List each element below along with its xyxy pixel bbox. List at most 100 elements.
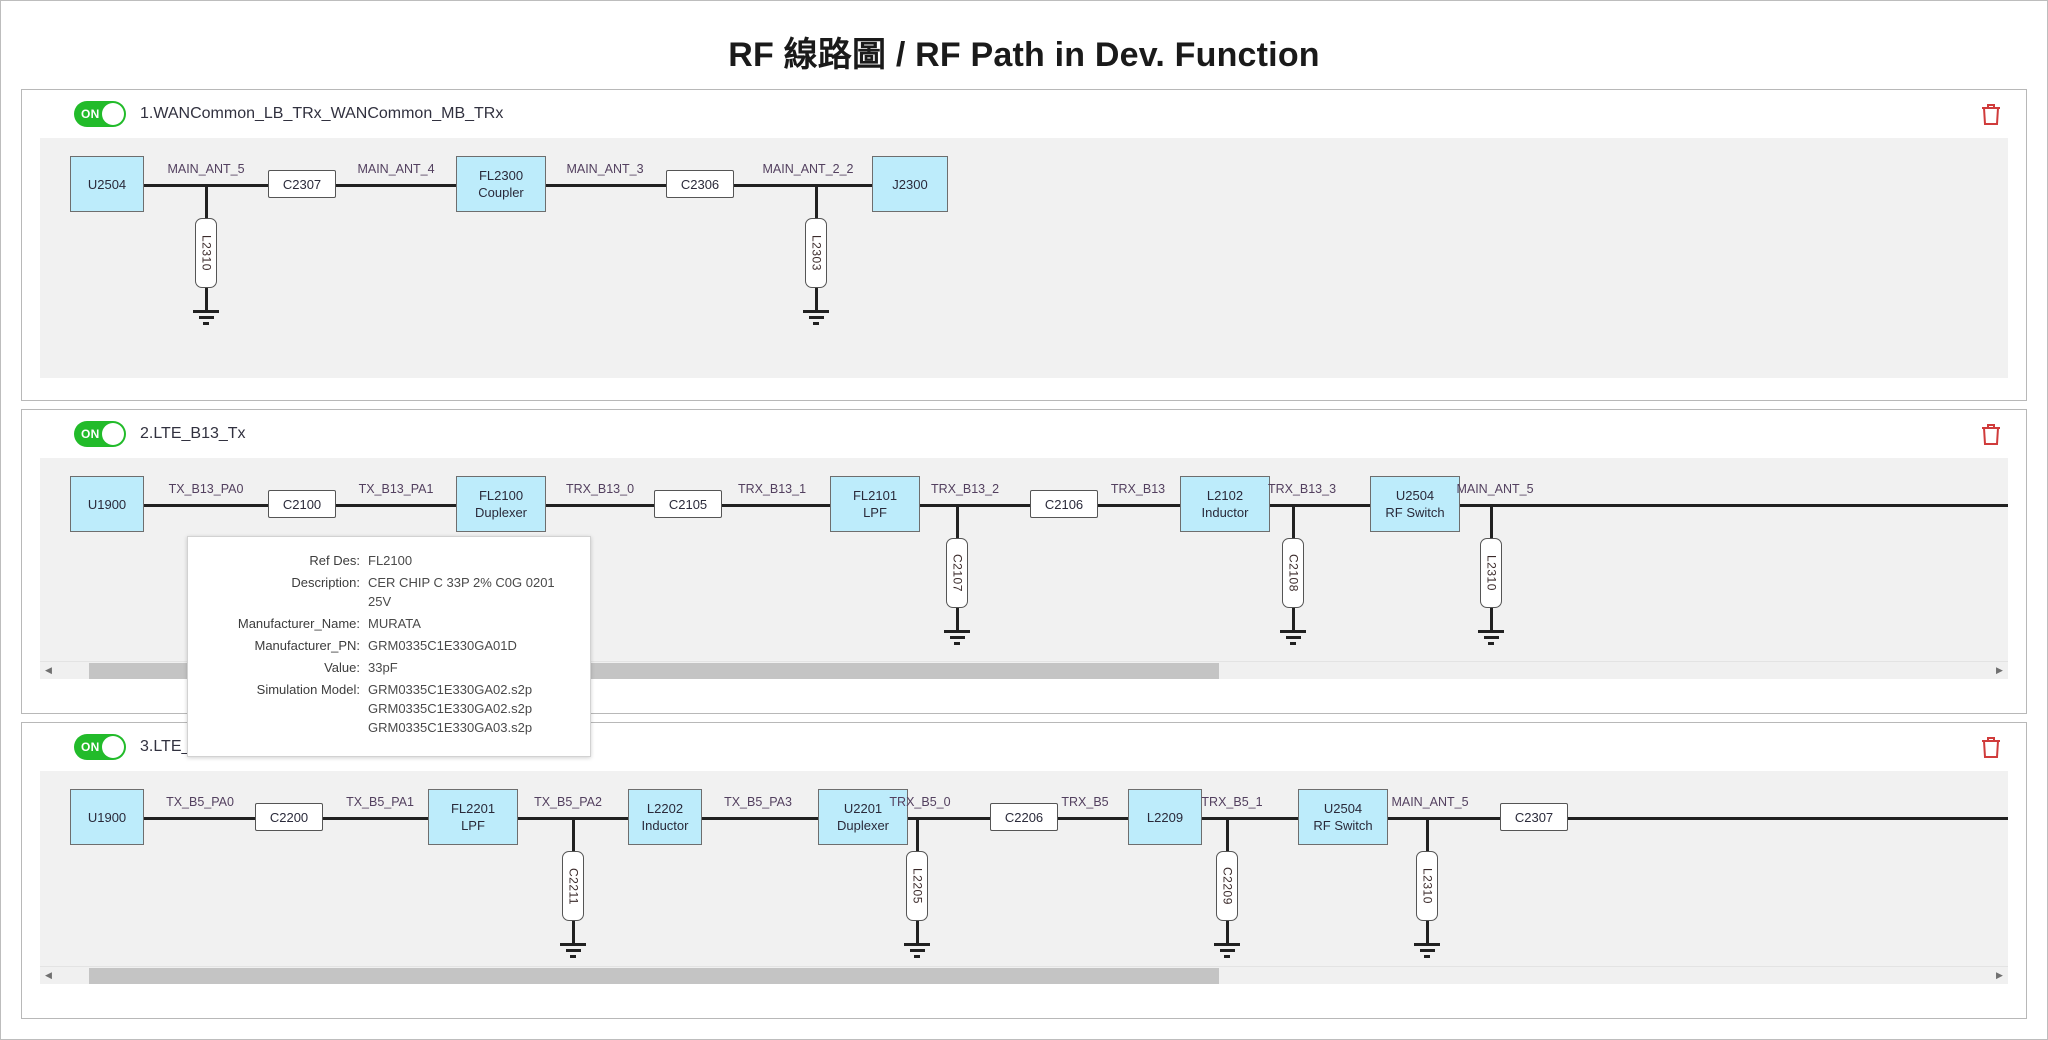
power-toggle-2[interactable]: ON	[74, 421, 126, 447]
component-L2310[interactable]: L2310	[1480, 538, 1502, 608]
component-refdes: L2209	[1146, 809, 1184, 825]
net-label: TRX_B5_0	[889, 795, 951, 809]
component-U2504[interactable]: U2504	[70, 156, 144, 212]
delete-section-button[interactable]	[1980, 102, 2002, 126]
scrollbar-track[interactable]	[57, 967, 1991, 985]
ground-bar-3	[954, 642, 960, 645]
ground-bar-2	[1219, 949, 1235, 952]
main-signal-wire	[144, 817, 2008, 820]
ground-stub-wire	[204, 288, 208, 310]
component-type-label: Duplexer	[474, 505, 528, 520]
tooltip-field-value: GRM0335C1E330GA02.s2p GRM0335C1E330GA02.…	[368, 682, 533, 735]
component-U1900[interactable]: U1900	[70, 789, 144, 845]
component-C2307[interactable]: C2307	[1500, 803, 1568, 831]
tooltip-field-value: 33pF	[368, 660, 398, 675]
component-C2105[interactable]: C2105	[654, 490, 722, 518]
ground-bar-3	[570, 955, 576, 958]
ground-symbol	[193, 310, 219, 325]
component-L2310[interactable]: L2310	[1416, 851, 1438, 921]
ground-bar-3	[1290, 642, 1296, 645]
component-C2206[interactable]: C2206	[990, 803, 1058, 831]
tooltip-field-label: Description:	[291, 575, 360, 590]
section-header: ON 2.LTE_B13_Tx	[22, 410, 2026, 458]
shunt-stub-wire	[1425, 817, 1429, 851]
ground-bar-2	[1285, 636, 1301, 639]
ground-bar-3	[1424, 955, 1430, 958]
toggle-knob[interactable]	[102, 423, 124, 445]
component-C2307[interactable]: C2307	[268, 170, 336, 198]
net-label: MAIN_ANT_5	[1391, 795, 1469, 809]
scroll-left-arrow[interactable]: ◀	[45, 970, 52, 980]
power-toggle-1[interactable]: ON	[74, 101, 126, 127]
toggle-knob[interactable]	[102, 103, 124, 125]
component-C2107[interactable]: C2107	[946, 538, 968, 608]
component-refdes: U2504	[1395, 488, 1435, 503]
ground-bar-2	[949, 636, 965, 639]
ground-bar-1	[944, 630, 970, 633]
component-C2306[interactable]: C2306	[666, 170, 734, 198]
tooltip-row: Manufacturer_PN:GRM0335C1E330GA01D	[198, 636, 574, 655]
component-U1900[interactable]: U1900	[70, 476, 144, 532]
component-type-label: LPF	[461, 818, 485, 833]
horizontal-scrollbar[interactable]: ◀▶	[40, 966, 2008, 984]
component-refdes: U2504	[1323, 801, 1363, 816]
power-toggle-3[interactable]: ON	[74, 734, 126, 760]
net-label: TRX_B13	[1110, 482, 1166, 496]
tooltip-row: Simulation Model:GRM0335C1E330GA02.s2p G…	[198, 680, 574, 737]
component-L2209[interactable]: L2209	[1128, 789, 1202, 845]
component-C2200[interactable]: C2200	[255, 803, 323, 831]
component-C2211[interactable]: C2211	[562, 851, 584, 921]
tooltip-field-value: FL2100	[368, 553, 413, 568]
ground-bar-1	[193, 310, 219, 313]
scrollbar-thumb[interactable]	[89, 967, 1219, 984]
net-label: TX_B5_PA2	[534, 795, 602, 809]
component-refdes: FL2101	[852, 488, 898, 503]
delete-section-button[interactable]	[1980, 735, 2002, 759]
component-L2205[interactable]: L2205	[906, 851, 928, 921]
toggle-knob[interactable]	[102, 736, 124, 758]
component-refdes: L2310	[199, 235, 214, 271]
shunt-stub-wire	[814, 184, 818, 218]
net-label: MAIN_ANT_5	[1456, 482, 1534, 496]
toggle-state-label: ON	[81, 427, 100, 441]
ground-bar-3	[203, 322, 209, 325]
component-C2108[interactable]: C2108	[1282, 538, 1304, 608]
tooltip-field-label: Manufacturer_PN:	[254, 638, 361, 653]
net-label: TX_B5_PA1	[346, 795, 414, 809]
ground-bar-2	[909, 949, 925, 952]
ground-stub-wire	[915, 921, 919, 943]
page-title: RF 線路圖 / RF Path in Dev. Function	[728, 36, 1320, 74]
component-J2300[interactable]: J2300	[872, 156, 948, 212]
delete-section-button[interactable]	[1980, 422, 2002, 446]
component-C2209[interactable]: C2209	[1216, 851, 1238, 921]
component-C2106[interactable]: C2106	[1030, 490, 1098, 518]
scroll-left-arrow[interactable]: ◀	[45, 665, 52, 675]
tooltip-row: Description:CER CHIP C 33P 2% C0G 0201 2…	[198, 573, 574, 611]
tooltip-field-label: Manufacturer_Name:	[237, 616, 360, 631]
scroll-right-arrow[interactable]: ▶	[1996, 970, 2003, 980]
component-C2100[interactable]: C2100	[268, 490, 336, 518]
ground-bar-2	[1483, 636, 1499, 639]
component-L2310[interactable]: L2310	[195, 218, 217, 288]
ground-bar-3	[1488, 642, 1494, 645]
section-title: 2.LTE_B13_Tx	[140, 425, 246, 442]
component-type-label: Duplexer	[836, 818, 890, 833]
component-L2303[interactable]: L2303	[805, 218, 827, 288]
scroll-right-arrow[interactable]: ▶	[1996, 665, 2003, 675]
ground-bar-3	[914, 955, 920, 958]
